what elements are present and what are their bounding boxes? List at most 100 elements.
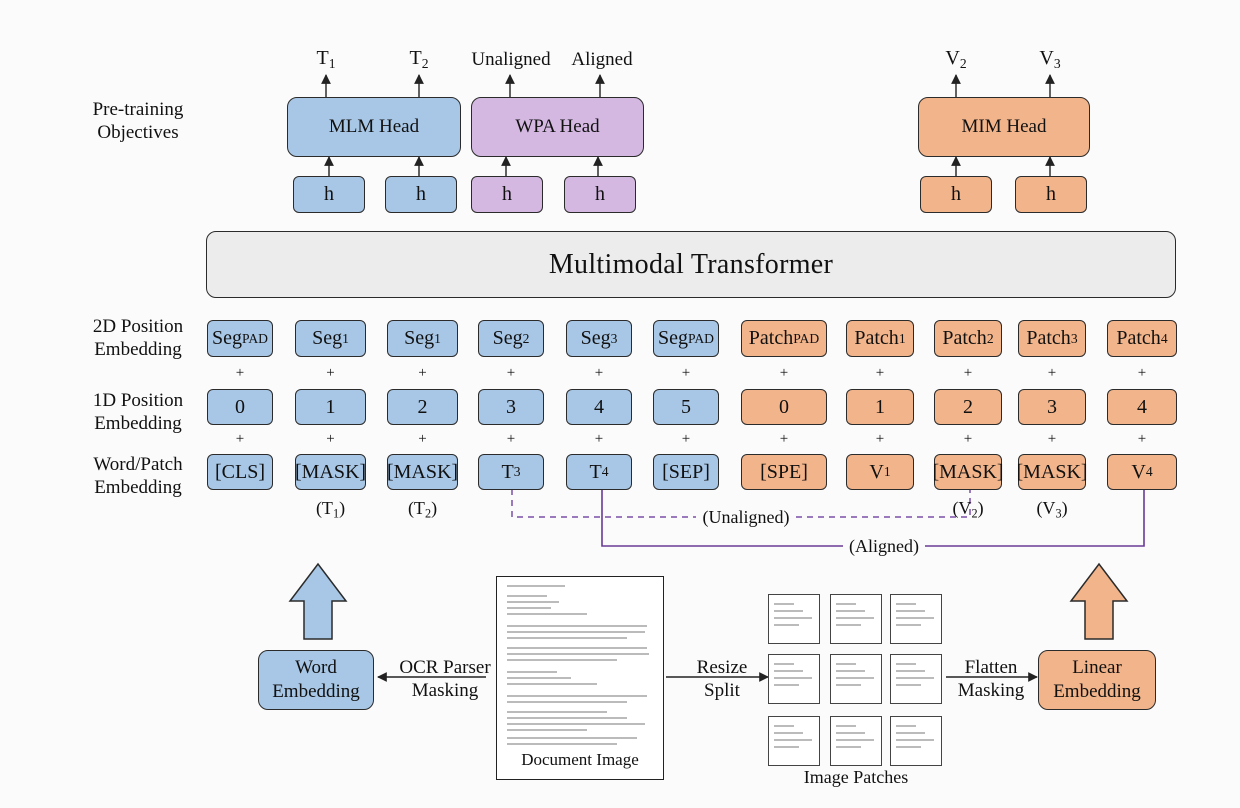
masked-target-note: (T1) [315,498,346,521]
patch-text-line [896,624,921,626]
wpa-head: WPA Head [471,97,644,157]
plus-sign: + [326,365,335,381]
token-embedding: [MASK] [932,454,1004,490]
patch-text-line [836,617,874,619]
plus-sign: + [594,431,604,447]
1d-position-embedding: 3 [1018,389,1086,425]
token-embedding: [SEP] [653,454,719,490]
1d-position-embedding: 5 [653,389,719,425]
document-text-line [507,717,627,719]
patch-text-line [896,746,921,748]
document-text-line [507,729,587,731]
1d-position-embedding: 0 [207,389,273,425]
image-patch [830,594,882,644]
patch-text-line [896,677,934,679]
1d-position-embedding: 2 [387,389,458,425]
document-text-line [507,711,607,713]
plus-sign: + [1137,431,1147,447]
patch-text-line [774,610,803,612]
patch-text-line [836,732,865,734]
patch-text-line [896,684,921,686]
plus-sign: + [235,431,245,447]
document-caption: Document Image [521,750,639,769]
patch-text-line [774,684,799,686]
token-embedding: [MASK] [295,454,366,490]
patch-text-line [896,739,934,741]
plus-sign: + [681,365,691,381]
plus-sign: + [963,431,973,447]
document-text-line [507,671,557,673]
output-aligned: Aligned [571,49,633,70]
document-text-line [507,653,649,655]
plus-sign: + [594,365,604,381]
document-text-line [507,613,587,615]
patches-caption: Image Patches [803,767,909,787]
image-patch [890,594,942,644]
mlm-head: MLM Head [287,97,461,157]
patch-text-line [774,663,794,665]
document-image: Document Image [496,576,664,780]
patch-text-line [774,624,799,626]
document-text-line [507,637,627,639]
plus-sign: + [779,431,789,447]
big-up-arrow-patch [1069,562,1129,640]
1d-position-embedding: 1 [295,389,366,425]
patch-text-line [836,624,861,626]
hidden-state: h [293,176,365,213]
patch-text-line [896,670,925,672]
patch-text-line [836,725,856,727]
masked-target-note: (T2) [407,498,438,521]
mim-head: MIM Head [918,97,1090,157]
output-v2: V2 [945,47,967,72]
1d-position-embedding: 4 [1107,389,1177,425]
document-text-line [507,677,571,679]
document-text-line [507,723,645,725]
patch-text-line [774,725,794,727]
image-patch [890,654,942,704]
patch-text-line [896,725,916,727]
token-embedding: [SPE] [741,454,827,490]
masked-target-note: (V2) [952,498,984,521]
patch-text-line [836,663,856,665]
patch-text-line [836,603,856,605]
plus-sign: + [1047,365,1057,381]
patch-text-line [896,663,916,665]
output-t1: T1 [316,47,336,72]
document-text-line [507,683,597,685]
document-text-line [507,659,617,661]
plus-sign: + [326,431,335,447]
multimodal-transformer: Multimodal Transformer [206,231,1176,298]
document-text-line [507,743,617,745]
plus-sign: + [1047,431,1057,447]
token-embedding: [MASK] [1016,454,1088,490]
image-patch [830,716,882,766]
1d-position-embedding: 1 [846,389,914,425]
document-text-line [507,647,647,649]
plus-sign: + [506,365,516,381]
alignment-connectors [511,489,1145,547]
document-text-line [507,595,547,597]
document-text-line [507,625,647,627]
document-text-line [507,695,647,697]
big-up-arrow-word [288,562,348,640]
plus-sign: + [235,365,245,381]
document-text-line [507,701,627,703]
patch-text-line [774,677,812,679]
hidden-state: h [385,176,457,213]
